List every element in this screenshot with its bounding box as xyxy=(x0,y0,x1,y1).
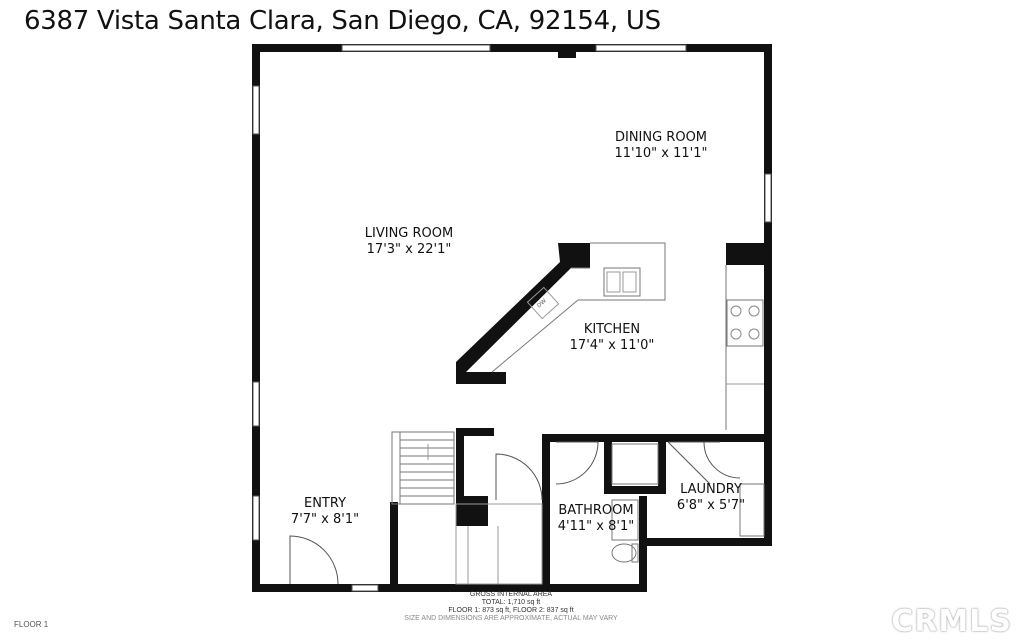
window-left-upper xyxy=(252,85,260,135)
window-bottom xyxy=(351,584,379,592)
dining-room-label: DINING ROOM 11'10" x 11'1" xyxy=(615,130,708,162)
entry-door-swing xyxy=(289,535,339,585)
washer-dryer xyxy=(739,483,765,537)
wall-laundry-bottom xyxy=(639,538,772,546)
bath-door-swing xyxy=(555,441,599,485)
sink-basin-left xyxy=(606,271,621,293)
wall-bottom-left xyxy=(252,584,647,592)
doors xyxy=(289,441,741,585)
wall-closet-top xyxy=(456,428,494,436)
exterior-walls xyxy=(252,44,772,592)
wall-stub-top xyxy=(558,44,576,58)
area-disclaimer: SIZE AND DIMENSIONS ARE APPROXIMATE, ACT… xyxy=(404,615,618,622)
peninsula-wall xyxy=(456,243,590,384)
property-address: 6387 Vista Santa Clara, San Diego, CA, 9… xyxy=(24,6,661,36)
vanity xyxy=(611,499,639,541)
area-floors: FLOOR 1: 873 sq ft, FLOOR 2: 837 sq ft xyxy=(448,607,574,614)
fridge-column xyxy=(726,243,766,265)
area-heading: GROSS INTERNAL AREA xyxy=(469,591,553,598)
entry-label: ENTRY 7'7" x 8'1" xyxy=(291,496,359,528)
wall-bath-right xyxy=(604,434,612,494)
sink xyxy=(603,267,641,297)
floor-label: FLOOR 1 xyxy=(14,620,49,629)
wall-top xyxy=(252,44,772,52)
dining-room-name: DINING ROOM xyxy=(614,130,708,145)
bathroom-dims: 4'11" x 8'1" xyxy=(557,519,635,534)
living-room-dims: 17'3" x 22'1" xyxy=(366,242,452,257)
dishwasher xyxy=(526,286,560,320)
window-top-left xyxy=(341,44,491,52)
utility-box xyxy=(611,443,659,485)
burner-4 xyxy=(748,328,760,340)
wall-utility-right xyxy=(658,434,666,494)
burner-2 xyxy=(748,305,760,317)
kitchen-label: KITCHEN 17'4" x 11'0" xyxy=(570,322,655,354)
peninsula-counter xyxy=(491,242,666,373)
dining-room-dims: 11'10" x 11'1" xyxy=(614,146,708,161)
laundry-door-swing xyxy=(667,441,720,485)
stairs xyxy=(391,431,543,585)
kitchen-name: KITCHEN xyxy=(583,322,641,337)
bathroom-name: BATHROOM xyxy=(558,503,634,518)
window-left-lower xyxy=(252,495,260,541)
window-top-right xyxy=(595,44,687,52)
toilet-tank xyxy=(631,543,639,563)
laundry-door-swing-2 xyxy=(703,441,741,479)
kitchen-right-side xyxy=(725,243,766,430)
dishwasher-label: DW xyxy=(536,298,548,309)
living-room-name: LIVING ROOM xyxy=(364,226,454,241)
entry-name: ENTRY xyxy=(303,496,347,511)
burner-3 xyxy=(730,328,742,340)
wall-closet-block xyxy=(456,496,488,526)
toilet xyxy=(611,543,637,563)
sink-basin-right xyxy=(622,271,637,293)
wall-right-upper xyxy=(764,44,772,244)
wall-stairs-right xyxy=(390,502,398,586)
closet-door-swing xyxy=(495,453,543,501)
kitchen-dims: 17'4" x 11'0" xyxy=(569,338,655,353)
window-left-middle xyxy=(252,381,260,427)
wall-right-lower xyxy=(764,244,772,546)
bathroom-label: BATHROOM 4'11" x 8'1" xyxy=(558,503,634,535)
kitchen-peninsula: DW xyxy=(456,242,666,384)
windows xyxy=(252,44,772,592)
window-right xyxy=(764,173,772,223)
entry-dims: 7'7" x 8'1" xyxy=(290,512,360,527)
area-summary: GROSS INTERNAL AREA TOTAL: 1,710 sq ft F… xyxy=(404,591,617,623)
range xyxy=(726,299,764,347)
wall-closet-left xyxy=(456,428,464,526)
laundry-label: LAUNDRY 6'8" x 5'7" xyxy=(677,482,745,514)
living-room-label: LIVING ROOM 17'3" x 22'1" xyxy=(365,226,453,258)
wall-utility xyxy=(604,486,666,494)
burner-1 xyxy=(730,305,742,317)
crmls-watermark: CRMLS xyxy=(891,604,1012,639)
stair-outline xyxy=(391,431,455,505)
wall-bath-lower xyxy=(542,494,550,586)
laundry-dims: 6'8" x 5'7" xyxy=(676,498,746,513)
interior-walls xyxy=(390,428,772,586)
laundry-name: LAUNDRY xyxy=(680,482,742,497)
wall-bath-top xyxy=(542,434,772,442)
wall-left xyxy=(252,44,260,592)
fixtures xyxy=(611,443,765,563)
area-total: TOTAL: 1,710 sq ft xyxy=(481,599,541,606)
